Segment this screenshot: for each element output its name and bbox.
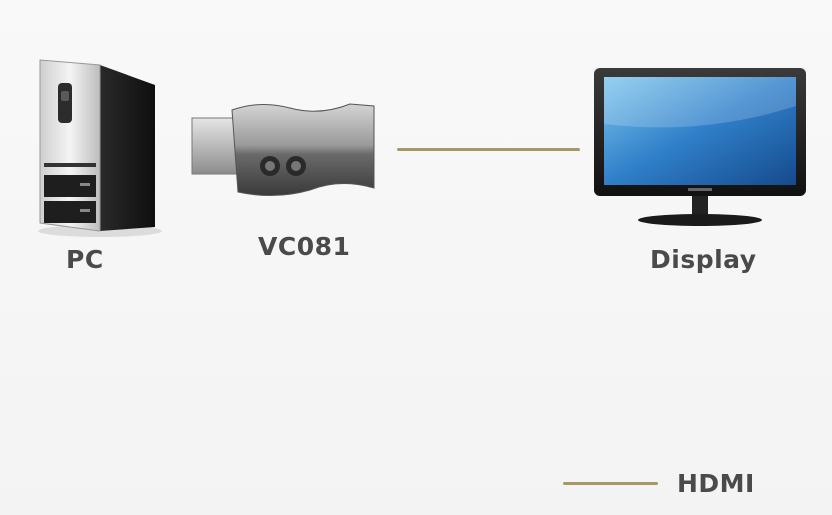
legend-hdmi-swatch [563,482,658,485]
monitor-icon [594,68,806,226]
legend-hdmi-label: HDMI [677,469,755,498]
display-label: Display [650,245,757,274]
pc-label: PC [66,245,104,274]
hdmi-adapter-icon [191,103,375,197]
pc-tower-icon [38,59,162,237]
adapter-label: VC081 [258,232,351,261]
hdmi-cable-line [397,148,580,151]
